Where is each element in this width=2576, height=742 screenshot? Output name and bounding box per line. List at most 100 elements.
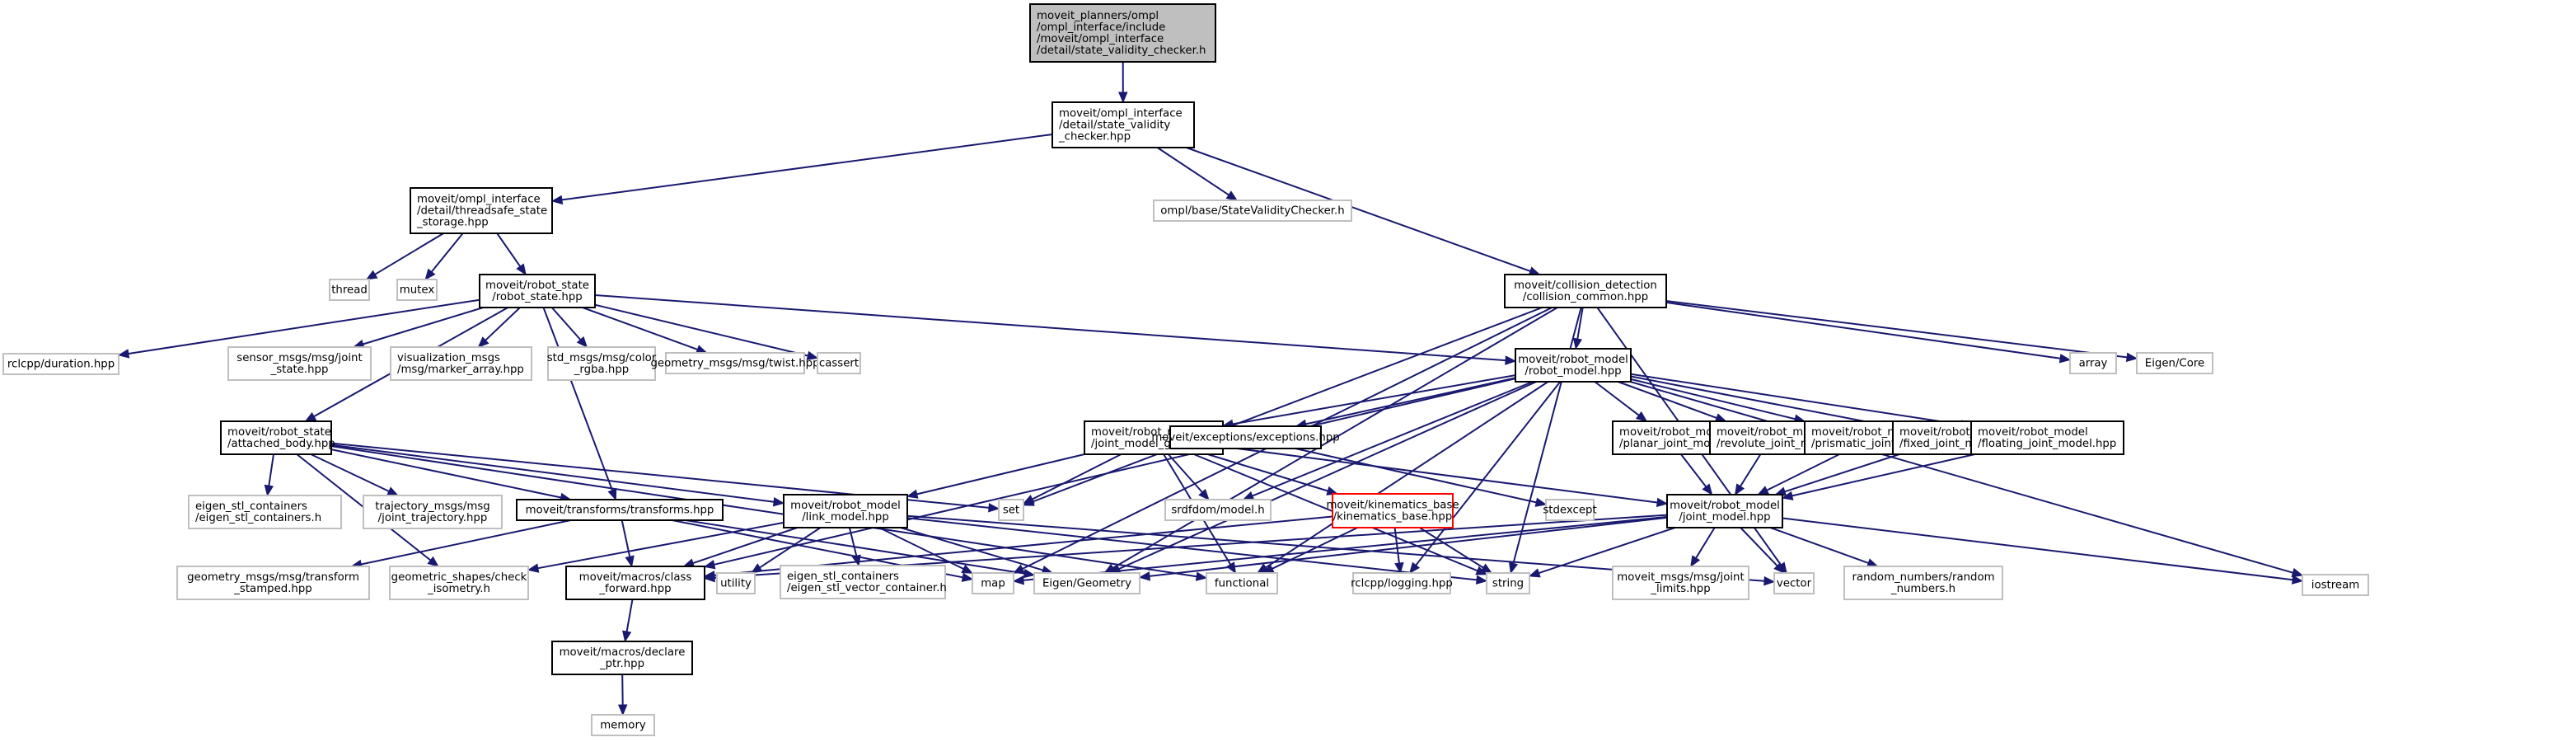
arrowhead-tss-to-robot_state: [516, 263, 527, 276]
nodes-layer: moveit_planners/ompl/ompl_interface/incl…: [2, 3, 2369, 736]
arrowhead-prismatic-to-joint_model: [1757, 486, 1770, 495]
node-tss[interactable]: moveit/ompl_interface/detail/threadsafe_…: [410, 187, 553, 234]
node-box: [1352, 572, 1451, 594]
node-box: [2136, 352, 2213, 374]
edge-robot_model-to-srdf_model: [1252, 381, 1534, 497]
node-label-line: _rgba.hpp: [574, 364, 629, 376]
arrowhead-link_model-to-map: [961, 564, 974, 574]
edge-link_model-to-string: [906, 517, 1478, 581]
node-box: [2, 353, 119, 375]
node-robot-state[interactable]: moveit/robot_state/robot_state.hpp: [479, 274, 596, 308]
edge-link_model-to-eigen_geometry: [900, 527, 1043, 571]
node-utility: utility: [716, 572, 756, 594]
node-thread: thread: [329, 279, 370, 301]
arrowhead-kinematics_base-to-rclcpp_logging: [1394, 561, 1404, 575]
edge-jmg-to-link_model: [916, 453, 1085, 495]
node-exceptions[interactable]: moveit/exceptions/exceptions.hpp: [1151, 425, 1340, 449]
edge-robot_model-to-functional: [1265, 381, 1549, 569]
node-robot-model[interactable]: moveit/robot_model/robot_model.hpp: [1515, 348, 1632, 383]
edge-tss-to-mutex: [430, 232, 464, 273]
arrowhead-transforms-to-eigen_geometry: [1023, 568, 1036, 579]
node-label-line: Eigen/Core: [2145, 358, 2204, 370]
node-label-line: rclcpp/logging.hpp: [1351, 578, 1453, 590]
arrowhead-attached_body-to-eigen_stl_containers: [264, 484, 274, 497]
node-label-line: /eigen_stl_containers.h: [195, 512, 321, 524]
node-label-line: _limits.hpp: [1650, 583, 1710, 595]
arrowhead-exceptions-to-stdexcept: [1534, 497, 1548, 507]
node-label-line: /collision_common.hpp: [1523, 291, 1648, 303]
arrowhead-class_forward-to-declare_ptr: [622, 630, 632, 643]
edge-robot_state-to-sensor_joint_state: [363, 307, 484, 345]
node-label-line: moveit/exceptions/exceptions.hpp: [1151, 432, 1339, 444]
edge-joint_model-to-random_numbers: [1770, 527, 1869, 564]
node-memory: memory: [591, 714, 655, 736]
edge-robot_model-to-prismatic: [1630, 378, 1796, 420]
node-mutex: mutex: [396, 279, 438, 301]
node-box: [1169, 425, 1322, 449]
edge-robot_model-to-rclcpp_logging: [1415, 381, 1562, 566]
node-label-line: trajectory_msgs/msg: [375, 500, 489, 513]
node-box: [1612, 566, 1749, 600]
node-eigen-vector-container: eigen_stl_containers/eigen_stl_vector_co…: [780, 565, 947, 599]
node-label-line: vector: [1777, 578, 1812, 590]
node-twist: geometry_msgs/msg/twist.hpp: [650, 352, 820, 374]
edge-declare_ptr-to-memory: [621, 674, 624, 706]
edge-link_model-to-eigen_vector_container: [848, 527, 858, 556]
node-svc-hpp[interactable]: moveit/ompl_interface/detail/state_valid…: [1051, 101, 1195, 148]
edge-link_model-to-map: [878, 527, 964, 570]
edge-jmg-to-set: [1032, 453, 1122, 500]
arrowhead-attached_body-to-check_isometry: [427, 556, 439, 567]
node-label-line: /robot_state.hpp: [492, 291, 582, 303]
arrowhead-joint_model-to-string: [1528, 568, 1541, 578]
edge-kinematics_base-to-functional: [1272, 527, 1358, 570]
edge-svc_hpp-to-collision_common: [1186, 147, 1531, 272]
node-box: [551, 641, 693, 675]
node-label-line: /msg/marker_array.hpp: [397, 364, 524, 376]
node-box: [972, 572, 1014, 594]
node-box: [1612, 420, 1725, 455]
edge-robot_state-to-transforms: [542, 307, 614, 491]
node-root[interactable]: moveit_planners/ompl/ompl_interface/incl…: [1029, 3, 1216, 63]
node-joint-trajectory: trajectory_msgs/msg/joint_trajectory.hpp: [363, 495, 503, 529]
node-declare-ptr[interactable]: moveit/macros/declare_ptr.hpp: [551, 641, 693, 675]
node-label-line: geometric_shapes/check: [391, 571, 527, 584]
node-label-line: std_msgs/msg/color: [547, 352, 657, 364]
node-box: [817, 352, 861, 374]
node-box: [176, 566, 370, 600]
node-stdexcept: stdexcept: [1543, 499, 1597, 521]
node-check-isometry: geometric_shapes/check_isometry.h: [389, 566, 529, 600]
node-link-model[interactable]: moveit/robot_model/link_model.hpp: [783, 494, 908, 528]
node-joint-model[interactable]: moveit/robot_model/joint_model.hpp: [1666, 494, 1783, 528]
arrowhead-link_model-to-eigen_vector_container: [851, 554, 861, 567]
node-class-forward[interactable]: moveit/macros/class_forward.hpp: [565, 566, 705, 600]
node-kinematics-base[interactable]: moveit/kinematics_base/kinematics_base.h…: [1326, 493, 1459, 528]
edge-planar-to-joint_model: [1680, 453, 1707, 488]
node-box: [390, 346, 532, 381]
node-rclcpp-duration: rclcpp/duration.hpp: [2, 353, 119, 375]
node-attached-body[interactable]: moveit/robot_state/attached_body.hpp: [220, 420, 335, 455]
arrowhead-svc_hpp-to-ompl_svc: [1225, 190, 1239, 201]
edge-robot_state-to-marker_array: [485, 307, 521, 341]
arrowhead-link_model-to-vector: [1763, 576, 1776, 586]
arrowhead-link_model-to-string: [1475, 575, 1488, 585]
node-label-line: /link_model.hpp: [802, 511, 889, 524]
edge-robot_state-to-cassert: [594, 303, 808, 357]
node-box: [410, 187, 553, 234]
node-label-line: string: [1492, 578, 1524, 590]
node-floating[interactable]: moveit/robot_model/floating_joint_model.…: [1970, 420, 2124, 455]
arrowhead-attached_body-to-joint_trajectory: [386, 486, 399, 496]
edge-joint_model-to-string: [1539, 527, 1676, 575]
node-label-line: moveit/collision_detection: [1514, 279, 1657, 292]
node-label-line: visualization_msgs: [397, 352, 500, 364]
node-transforms[interactable]: moveit/transforms/transforms.hpp: [516, 499, 724, 521]
arrowhead-robot_state-to-attached_body: [304, 411, 317, 422]
node-label-line: moveit/macros/declare: [560, 646, 686, 659]
node-collision-common[interactable]: moveit/collision_detection/collision_com…: [1504, 274, 1667, 308]
arrowhead-robot_state-to-robot_model: [1505, 355, 1517, 365]
node-box: [565, 566, 705, 600]
node-box: [188, 495, 342, 529]
node-box: [1773, 572, 1815, 594]
node-color-rgba: std_msgs/msg/color_rgba.hpp: [547, 346, 657, 381]
node-box: [783, 494, 908, 528]
node-label-line: /robot_model.hpp: [1525, 365, 1621, 378]
